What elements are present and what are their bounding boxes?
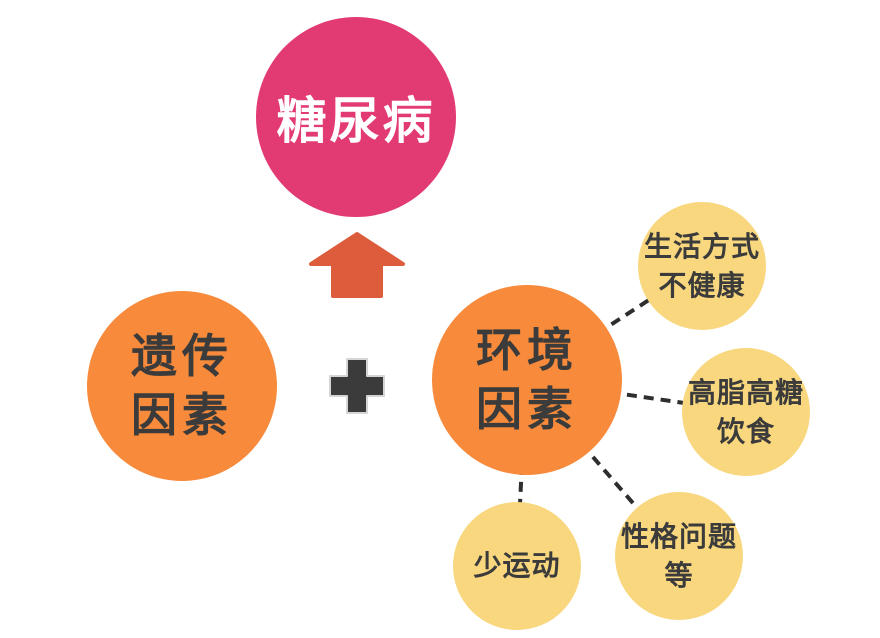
node-exercise-label-line1: 少运动 <box>473 549 561 583</box>
node-lifestyle-label-line1: 生活方式 <box>643 229 760 263</box>
node-personality: 性格问题 等 <box>615 492 743 620</box>
node-lifestyle-label-line2: 不健康 <box>658 269 746 302</box>
node-lifestyle: 生活方式 不健康 <box>638 202 766 330</box>
plus-icon <box>329 358 385 414</box>
node-diet-label-line2: 饮食 <box>716 415 775 448</box>
node-environment-label-line2: 因素 <box>476 382 578 436</box>
node-genetic: 遗传 因素 <box>87 291 277 481</box>
node-diabetes-label: 糖尿病 <box>276 92 436 150</box>
node-environment: 环境 因素 <box>432 285 622 475</box>
node-environment-label-line1: 环境 <box>476 323 578 378</box>
node-diet: 高脂高糖 饮食 <box>682 348 810 476</box>
node-personality-label-line1: 性格问题 <box>620 519 737 553</box>
node-exercise: 少运动 <box>453 502 581 630</box>
arrow-up-icon <box>309 232 405 298</box>
node-genetic-label-line1: 遗传 <box>131 329 233 384</box>
node-diet-label-line1: 高脂高糖 <box>687 375 804 409</box>
node-personality-label-line2: 等 <box>664 559 694 592</box>
node-diabetes: 糖尿病 <box>256 17 456 217</box>
node-genetic-label-line2: 因素 <box>131 388 233 442</box>
